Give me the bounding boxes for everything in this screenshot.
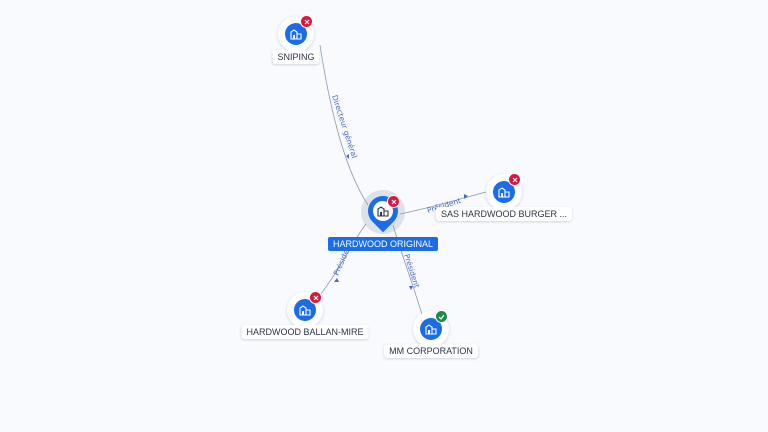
node-sniping[interactable] — [278, 15, 314, 52]
arrow-president-ballan — [334, 278, 339, 282]
edge-president-sas — [399, 190, 491, 215]
edge-label-president-mm: Président — [402, 253, 421, 289]
building-icon — [290, 28, 302, 40]
edge-label-directeur-general: Directeur général — [330, 94, 359, 159]
arrow-directeur-general — [346, 154, 349, 159]
node-hardwood-original[interactable] — [361, 189, 405, 238]
node-label-sniping[interactable]: SNIPING — [272, 50, 320, 64]
node-label-sas-hardwood-burger[interactable]: SAS HARDWOOD BURGER ... — [435, 207, 573, 221]
arrow-president-sas — [464, 194, 468, 199]
closed-status-icon — [300, 15, 313, 28]
node-sas-hardwood-burger[interactable] — [486, 173, 522, 210]
edge-president-mm — [392, 224, 424, 319]
arrow-president-mm — [409, 286, 413, 290]
node-label-mm-corporation[interactable]: MM CORPORATION — [384, 344, 478, 358]
edge-directeur-general — [319, 44, 369, 206]
building-icon — [425, 323, 437, 335]
node-label-hardwood-original[interactable]: HARDWOOD ORIGINAL — [327, 237, 439, 251]
node-hardwood-ballan-mire[interactable] — [287, 291, 323, 328]
active-status-icon — [435, 310, 448, 323]
building-icon — [299, 304, 311, 316]
closed-status-icon — [508, 173, 521, 186]
closed-status-icon — [387, 195, 400, 208]
node-label-hardwood-ballan-mire[interactable]: HARDWOOD BALLAN-MIRE — [241, 325, 369, 339]
building-icon — [377, 205, 389, 217]
building-icon — [498, 186, 510, 198]
node-mm-corporation[interactable] — [413, 310, 449, 347]
closed-status-icon — [309, 291, 322, 304]
